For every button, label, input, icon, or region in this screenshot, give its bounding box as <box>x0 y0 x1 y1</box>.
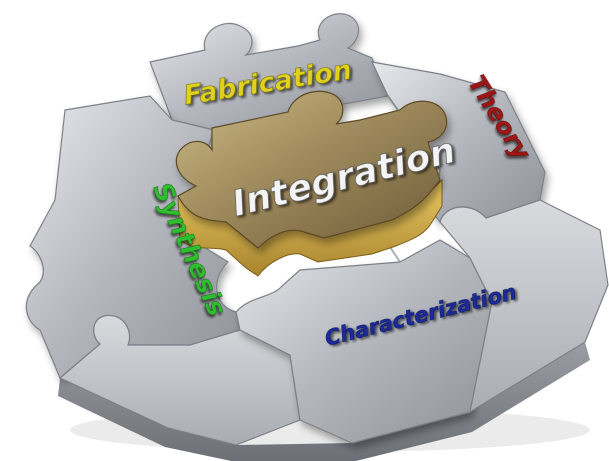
puzzle-piece-characterization <box>235 239 493 444</box>
puzzle-slab-side <box>58 342 590 461</box>
gold-piece-integration <box>175 90 448 249</box>
puzzle-piece-front-right <box>439 199 609 414</box>
